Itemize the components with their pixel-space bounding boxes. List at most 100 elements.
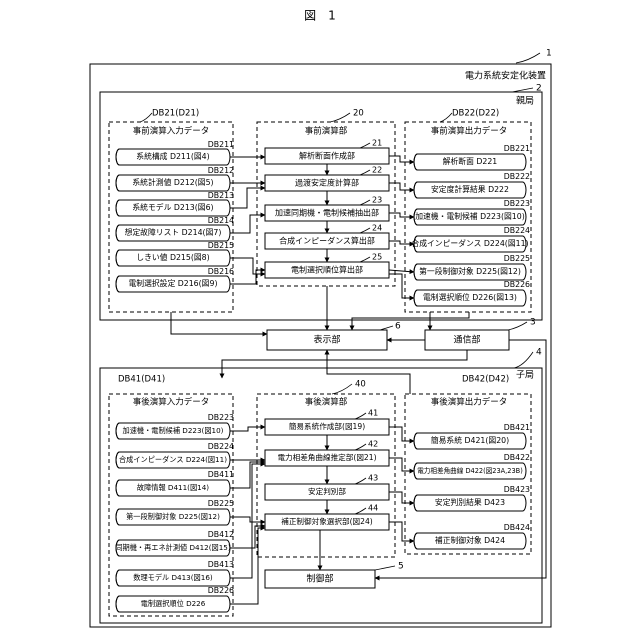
flow-arrow [230, 517, 265, 522]
parent-process-item-leader [360, 200, 370, 205]
parent-output-db-label: DB221 [504, 144, 530, 153]
child-process-ref-number: 40 [355, 380, 366, 390]
parent-input-db-text: 電制選択設定 D216(図9) [129, 278, 218, 288]
parent-input-db-text: 系統構成 D211(図4) [136, 151, 209, 161]
parent-output-db-label: DB225 [504, 254, 530, 263]
parent-process-ref: 21 [372, 139, 382, 148]
flow-arrow [230, 526, 265, 548]
parent-process-ref: 25 [372, 253, 382, 262]
child-input-db-text: 電制選択順位 D226 [141, 599, 206, 608]
comm-ref-leader [508, 322, 527, 330]
parent-process-text: 加速同期機・電制候補抽出部 [275, 208, 379, 218]
child-input-db-label: DB412 [208, 530, 234, 539]
parent-input-db-label: DB213 [208, 191, 234, 200]
child-input-db-label: DB223 [208, 413, 234, 422]
parent-input-db-text: 想定故障リスト D214(図7) [125, 227, 222, 237]
parent-process-text: 過渡安定度計算部 [295, 178, 359, 188]
flow-arrow [389, 270, 414, 272]
child-output-db-text: 補正制御対象 D424 [435, 535, 505, 545]
parent-input-db-text: 系統モデル D213(図6) [132, 202, 213, 212]
control-ref-leader [375, 566, 395, 570]
child-input-db-text: 故障情報 D411(図14) [137, 483, 209, 492]
child-output-db-text: 安定判別結果 D423 [435, 497, 505, 507]
child-process-item-leader [355, 444, 366, 450]
flow-arrow [389, 156, 414, 162]
parent-output-group-label: DB22(D22) [452, 109, 499, 119]
parent-process-text: 電制選択順位算出部 [291, 265, 363, 275]
child-process-text: 電力相差角曲線推定部(図21) [277, 452, 376, 462]
parent-output-db-text: 加速機・電制候補 D223(図10) [415, 211, 525, 221]
flow-arrow [389, 492, 414, 503]
child-input-db-label: DB411 [208, 470, 234, 479]
parent-input-group-label: DB21(D21) [152, 109, 199, 119]
comm-unit-label: 通信部 [453, 334, 480, 346]
parent-output-db-label: DB224 [504, 226, 530, 235]
parent-input-db-label: DB214 [208, 216, 234, 225]
parent-input-group-title: 事前演算入力データ [133, 126, 210, 137]
child-output-db-text: 簡易系統 D421(図20) [431, 435, 509, 445]
child-output-db-label: DB423 [504, 485, 530, 494]
child-process-group-title: 事後演算部 [305, 397, 348, 408]
parent-input-db-label: DB211 [208, 140, 234, 149]
child-input-db-text: 同期機・再エネ計測値 D412(図15) [115, 543, 231, 552]
display-unit-label: 表示部 [313, 334, 340, 346]
flow-arrow [230, 427, 265, 431]
child-process-text: 安定判別部 [308, 486, 346, 496]
flow-arrow [230, 528, 265, 604]
parent-output-db-label: DB226 [504, 280, 530, 289]
flow-arrow [389, 241, 414, 244]
child-input-db-label: DB413 [208, 560, 234, 569]
child-process-text: 簡易系統作成部(図19) [289, 421, 365, 431]
parent-input-db-text: 系統計測値 D212(図5) [132, 177, 213, 187]
parent-process-ref-number: 20 [353, 109, 364, 119]
child-input-group-label: DB41(D41) [118, 375, 165, 385]
child-input-db-text: 合成インピーダンス D224(図11) [119, 455, 227, 464]
child-process-ref: 42 [368, 440, 378, 449]
flow-arrow [389, 427, 414, 441]
flow-arrow [389, 522, 414, 541]
system-ref-leader [516, 53, 540, 63]
parent-process-text: 合成インピーダンス算出部 [279, 236, 375, 246]
child-input-db-text: 第一段制御対象 D225(図12) [126, 512, 220, 521]
parent-input-db-label: DB212 [208, 166, 234, 175]
flow-arrow [389, 213, 414, 217]
child-ref-leader [514, 352, 533, 368]
flow-arrow [230, 215, 265, 233]
flow-arrow [171, 312, 267, 334]
flow-arrow [230, 462, 265, 488]
control-ref-number: 5 [398, 562, 404, 572]
parent-input-db-label: DB216 [208, 267, 234, 276]
parent-input-db-label: DB215 [208, 241, 234, 250]
child-label: 子局 [516, 370, 534, 381]
child-output-db-text: 電力相差角曲線 D422(図23A,23B) [417, 466, 523, 475]
child-output-db-label: DB422 [504, 453, 530, 462]
child-process-leader [332, 384, 352, 394]
parent-output-db-text: 第一段制御対象 D225(図12) [419, 266, 521, 276]
system-ref-number: 1 [546, 49, 552, 59]
parent-input-group-leader [140, 113, 152, 122]
child-process-ref: 41 [368, 409, 378, 418]
child-process-item-leader [355, 508, 366, 514]
parent-process-item-leader [360, 143, 370, 148]
child-input-group-title: 事後演算入力データ [133, 397, 210, 408]
figure-title: 図 1 [304, 9, 336, 23]
display-ref-number: 6 [395, 322, 401, 332]
parent-output-group-leader [440, 113, 452, 122]
parent-process-ref: 24 [372, 224, 382, 233]
child-input-db-text: 加速機・電制候補 D223(図10) [123, 426, 224, 435]
parent-process-ref: 22 [372, 166, 382, 175]
parent-label: 親局 [516, 95, 534, 107]
child-input-db-label: DB224 [208, 442, 234, 451]
parent-process-item-leader [360, 257, 370, 262]
parent-process-text: 解析断面作成部 [299, 151, 355, 161]
child-process-ref: 43 [368, 474, 378, 483]
flow-arrow [230, 188, 265, 208]
child-input-db-label: DB225 [208, 499, 234, 508]
parent-output-db-text: 安定度計算結果 D222 [431, 184, 509, 194]
flow-arrow [230, 258, 265, 274]
control-unit-label: 制御部 [306, 573, 333, 585]
flow-arrow [230, 270, 265, 284]
parent-ref-number: 2 [536, 84, 542, 94]
child-output-db-label: DB421 [504, 423, 530, 432]
child-ref-number: 4 [536, 348, 542, 358]
